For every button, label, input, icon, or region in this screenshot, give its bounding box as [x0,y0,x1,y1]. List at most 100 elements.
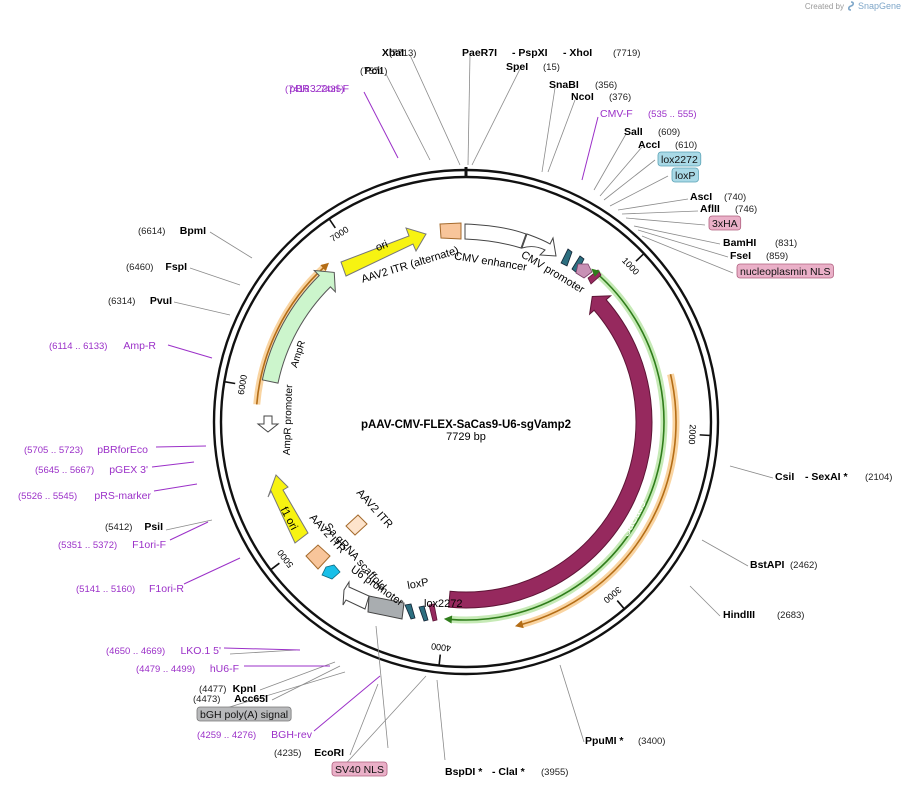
lox2272-top-feature[interactable] [560,248,573,267]
enzyme-name[interactable]: KpnI [233,683,256,695]
primer-leader-line [581,116,599,181]
enzyme-name[interactable]: PsiI [144,521,163,533]
primer-name[interactable]: F1ori-F [132,539,166,551]
ori-feature[interactable] [340,227,427,277]
enzyme-name[interactable]: CsiI [775,471,794,483]
leader-line [471,68,521,166]
bgh-polya-feature[interactable] [367,595,405,620]
f1-ori-feature[interactable] [267,474,309,544]
leader-line [436,679,446,761]
primer-name[interactable]: pBRforEco [97,444,148,456]
site-position: (2462) [790,560,817,571]
enzyme-name[interactable]: PvuI [150,295,172,307]
feature-tag[interactable] [657,151,702,167]
loxp-inner-label: loxP [406,576,429,592]
enzyme-name[interactable]: PpuMI * [585,735,624,747]
enzyme-name[interactable]: Acc65I [234,693,268,705]
ruler-tick-label: 2000 [687,424,698,445]
enzyme-name[interactable]: BspDI * [445,766,483,778]
orange-band-arrowhead [514,620,524,629]
sa-grna-scaffold-feature[interactable] [321,564,341,580]
leader-line [701,539,749,567]
primer-name[interactable]: LKO.1 5' [180,645,221,657]
ruler-tick-label: 6000 [236,374,249,395]
enzyme-name[interactable]: SnaBI [549,79,579,91]
enzyme-name[interactable]: - SexAI * [805,471,849,483]
primer-name[interactable]: hU6-F [210,663,239,675]
ampr-promoter-feature[interactable] [256,415,280,433]
feature-tag[interactable] [671,167,699,183]
site-position: (376) [609,92,631,103]
enzyme-name[interactable]: SalI [624,126,643,138]
nls-bottom-feature[interactable] [428,603,438,622]
enzyme-name[interactable]: - XhoI [563,47,592,59]
primer-name[interactable]: pGEX 3' [109,464,148,476]
enzyme-name[interactable]: HindIII [723,609,755,621]
lox2272-bottom-feature[interactable] [418,605,429,622]
enzyme-name[interactable]: PaeR7I [462,47,497,59]
leader-line [339,675,427,771]
plasmid-length: 7729 bp [446,431,486,443]
ampr-feature[interactable] [261,269,336,384]
enzyme-name[interactable]: BamHI [723,237,756,249]
enzyme-name[interactable]: - ClaI * [492,766,526,778]
leader-line [259,661,336,691]
enzyme-name[interactable]: - PspXI [512,47,548,59]
site-position: (3955) [541,767,568,778]
site-position: (5645 .. 5667) [35,465,94,476]
primer-name[interactable]: CMV-F [600,108,633,120]
loxp-bottom-feature[interactable] [404,603,416,620]
site-position: (4473) [193,694,220,705]
leader-line [271,665,341,701]
created-by-text: Created by [804,1,844,11]
site-position: (2104) [865,472,892,483]
cmv-promoter-feature[interactable] [521,233,557,257]
enzyme-name[interactable]: XbaI [382,47,404,59]
feature-tag[interactable] [196,706,292,722]
feature-tag[interactable] [708,215,742,231]
ruler-tick [699,434,711,437]
primer-name[interactable]: Amp-R [123,340,156,352]
site-position: (6460) [126,262,153,273]
feature-tag-label: 3xHA [712,218,738,230]
enzyme-name[interactable]: BpmI [180,225,206,237]
enzyme-name[interactable]: AscI [690,191,712,203]
aav2-itr-center-feature[interactable] [345,514,368,536]
site-position: (4477) [199,684,226,695]
enzyme-name[interactable]: AccI [638,139,660,151]
enzyme-name[interactable]: AflII [700,203,720,215]
enzyme-name[interactable]: FspI [165,261,187,273]
leader-line [165,519,213,531]
3xha-feature[interactable] [575,263,593,279]
enzyme-name[interactable]: BstAPI [750,559,785,571]
leader-line [173,301,231,316]
aav2-itr-alternate-feature[interactable] [439,222,462,240]
leader-line [603,159,656,201]
leader-line [229,649,297,655]
u6-promoter-feature[interactable] [342,580,370,610]
sacas9-feature[interactable] [448,295,653,609]
leader-line [189,267,241,286]
cmv-enhancer-feature[interactable] [464,223,527,249]
primer-name[interactable]: F1ori-R [149,583,184,595]
aav2-itr-left-feature[interactable] [305,544,331,570]
primer-name[interactable]: pBR322ori-F [289,83,349,95]
feature-tag[interactable] [331,761,388,777]
enzyme-name[interactable]: SpeI [506,61,528,73]
site-position: (356) [595,80,617,91]
site-position: (4235) [274,748,301,759]
enzyme-name[interactable]: FseI [730,250,751,262]
leader-line [547,99,576,173]
primer-name[interactable]: pRS-marker [94,490,151,502]
enzyme-name[interactable]: PciI [364,65,383,77]
feature-tag[interactable] [736,263,834,279]
leader-line [209,231,253,259]
primer-name[interactable]: BGH-rev [271,729,313,741]
enzyme-name[interactable]: EcoRI [314,747,344,759]
leader-line [625,217,706,226]
primer-leader-line [153,483,198,492]
leader-line [617,198,689,211]
enzyme-name[interactable]: NcoI [571,91,594,103]
leader-line [385,73,431,161]
